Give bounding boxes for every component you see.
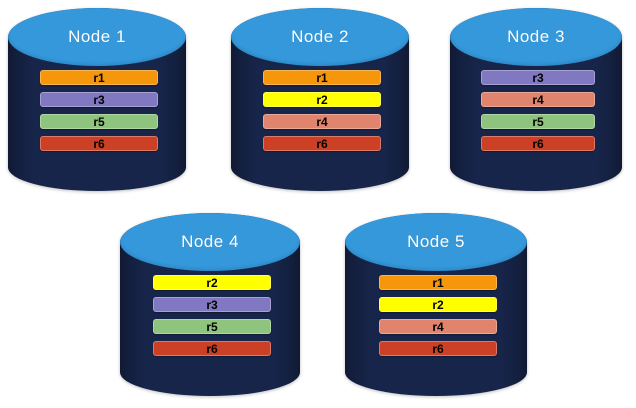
replica-r6[interactable]: r6 — [379, 341, 497, 356]
node-4-label: Node 4 — [181, 232, 239, 251]
replica-label: r3 — [532, 70, 544, 85]
replica-r5[interactable]: r5 — [40, 114, 158, 129]
replica-r4[interactable]: r4 — [379, 319, 497, 334]
replica-r5[interactable]: r5 — [481, 114, 595, 129]
replica-r2[interactable]: r2 — [379, 297, 497, 312]
replica-label: r4 — [532, 92, 544, 107]
node-2-label: Node 2 — [291, 27, 349, 46]
replica-label: r3 — [206, 297, 218, 312]
replica-r6[interactable]: r6 — [153, 341, 271, 356]
node-2[interactable]: Node 2 r1 r2 r4 r6 — [231, 8, 409, 191]
replica-r6[interactable]: r6 — [263, 136, 381, 151]
replica-label: r5 — [93, 114, 105, 129]
replica-r5[interactable]: r5 — [153, 319, 271, 334]
node-3-replica-list: r3 r4 r5 r6 — [481, 70, 595, 151]
replica-label: r5 — [532, 114, 544, 129]
replica-label: r6 — [316, 136, 328, 151]
node-1[interactable]: Node 1 r1 r3 r5 r6 — [8, 8, 186, 191]
replica-label: r1 — [93, 70, 105, 85]
node-3-label: Node 3 — [507, 27, 565, 46]
node-2-replica-list: r1 r2 r4 r6 — [263, 70, 381, 151]
replica-label: r5 — [206, 319, 218, 334]
replica-label: r6 — [93, 136, 105, 151]
replica-r3[interactable]: r3 — [40, 92, 158, 107]
replica-r3[interactable]: r3 — [481, 70, 595, 85]
replica-r4[interactable]: r4 — [263, 114, 381, 129]
node-3-cylinder-top: Node 3 — [450, 8, 622, 66]
replica-r6[interactable]: r6 — [40, 136, 158, 151]
node-3[interactable]: Node 3 r3 r4 r5 r6 — [450, 8, 622, 191]
replica-label: r6 — [206, 341, 218, 356]
replica-label: r1 — [316, 70, 328, 85]
replica-r4[interactable]: r4 — [481, 92, 595, 107]
node-4-replica-list: r2 r3 r5 r6 — [153, 275, 271, 356]
node-2-cylinder-top: Node 2 — [231, 8, 409, 66]
replica-r3[interactable]: r3 — [153, 297, 271, 312]
replica-r2[interactable]: r2 — [263, 92, 381, 107]
replica-label: r4 — [316, 114, 328, 129]
node-1-cylinder-top: Node 1 — [8, 8, 186, 66]
replica-r1[interactable]: r1 — [40, 70, 158, 85]
replica-r1[interactable]: r1 — [263, 70, 381, 85]
node-5[interactable]: Node 5 r1 r2 r4 r6 — [345, 213, 527, 396]
replica-label: r3 — [93, 92, 105, 107]
replica-r6[interactable]: r6 — [481, 136, 595, 151]
node-1-label: Node 1 — [68, 27, 126, 46]
node-1-replica-list: r1 r3 r5 r6 — [40, 70, 158, 151]
node-5-cylinder-top: Node 5 — [345, 213, 527, 271]
node-4-cylinder-top: Node 4 — [120, 213, 300, 271]
replica-r2[interactable]: r2 — [153, 275, 271, 290]
replica-label: r2 — [206, 275, 218, 290]
node-4[interactable]: Node 4 r2 r3 r5 r6 — [120, 213, 300, 396]
node-5-label: Node 5 — [407, 232, 465, 251]
replica-r1[interactable]: r1 — [379, 275, 497, 290]
replica-label: r4 — [432, 319, 444, 334]
replica-label: r6 — [432, 341, 444, 356]
replica-label: r2 — [316, 92, 328, 107]
replica-label: r1 — [432, 275, 444, 290]
replica-label: r6 — [532, 136, 544, 151]
replica-label: r2 — [432, 297, 444, 312]
node-5-replica-list: r1 r2 r4 r6 — [379, 275, 497, 356]
